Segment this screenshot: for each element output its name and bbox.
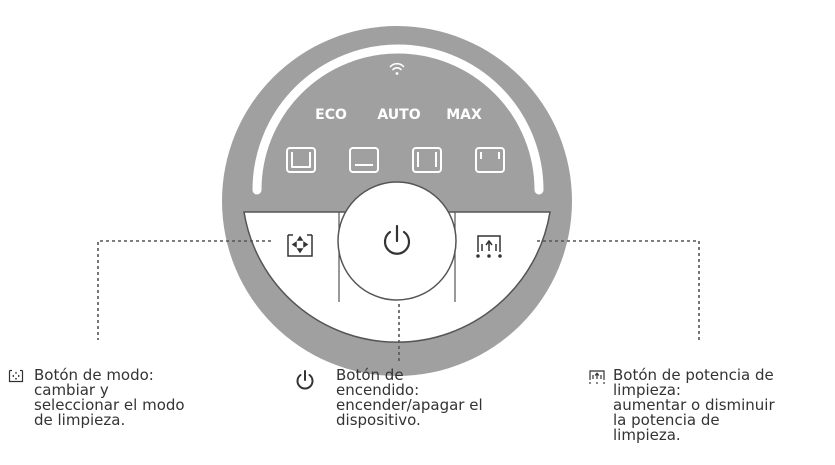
legend-mode-line: de limpieza.	[34, 411, 126, 429]
leader-line-suction	[537, 240, 700, 340]
suction-button[interactable]	[470, 228, 518, 266]
suction-level-4-icon	[475, 147, 505, 173]
suction-level-2-icon	[349, 147, 379, 173]
suction-power-icon	[476, 235, 502, 258]
mode-label-max: MAX	[446, 107, 482, 123]
suction-power-icon	[589, 370, 605, 384]
legend-mode-title: Botón de modo:	[34, 366, 154, 384]
suction-level-1-icon	[286, 147, 316, 173]
mode-icon	[287, 234, 313, 257]
display-arc	[252, 44, 544, 195]
mode-icon	[8, 369, 24, 383]
legend-mode-line: cambiar y	[34, 381, 109, 399]
legend-suction-line: limpieza.	[613, 426, 681, 444]
legend-suction-line: aumentar o disminuir	[613, 396, 775, 414]
legend-suction-line: limpieza:	[613, 381, 681, 399]
legend-power-line: encendido:	[336, 381, 420, 399]
mode-label-eco: ECO	[315, 107, 347, 123]
suction-level-3-icon	[412, 147, 442, 173]
legend-power-title: Botón de	[336, 366, 404, 384]
power-icon	[296, 370, 314, 390]
legend-mode-line: seleccionar el modo	[34, 396, 185, 414]
legend-suction-title: Botón de potencia de	[613, 366, 774, 384]
mode-label-auto: AUTO	[377, 107, 420, 123]
mode-button[interactable]	[282, 228, 330, 266]
legend-power-line: encender/apagar el	[336, 396, 483, 414]
legend-power-line: dispositivo.	[336, 411, 421, 429]
legend-suction-line: la potencia de	[613, 411, 720, 429]
wifi-icon	[389, 62, 405, 75]
power-icon	[383, 224, 411, 255]
